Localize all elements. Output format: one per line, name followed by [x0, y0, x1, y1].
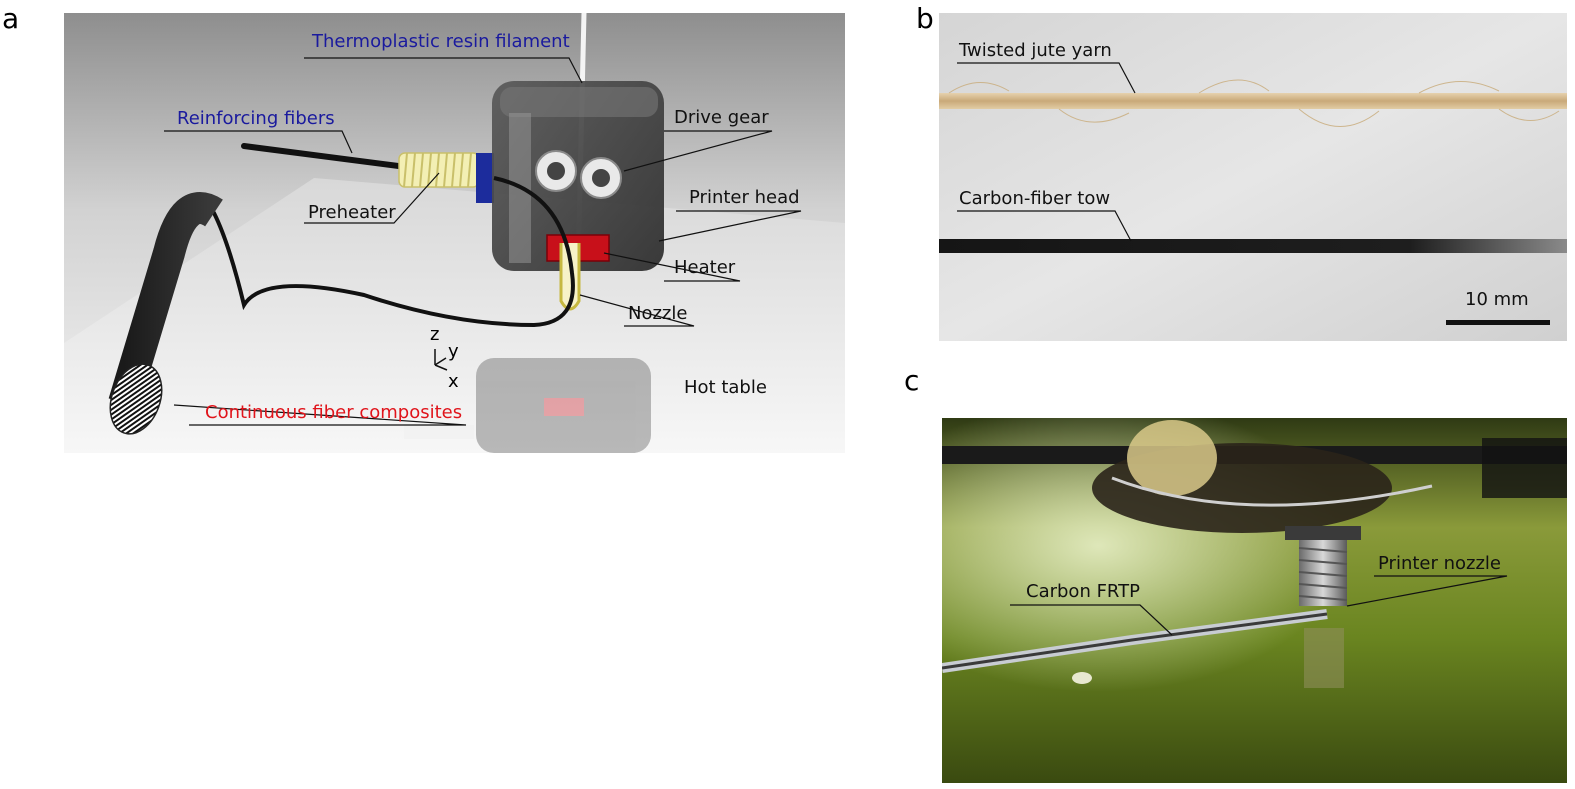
label-heater: Heater: [674, 257, 736, 278]
label-carbon-tow: Carbon-fiber tow: [959, 188, 1110, 209]
label-nozzle: Nozzle: [628, 303, 687, 324]
composite-cross-section: [109, 363, 163, 435]
fiber-photo: 10 mm Twisted jute yarn Carbon-fiber tow: [939, 13, 1567, 341]
axis-y-label: y: [448, 341, 459, 362]
panel-letter-a: a: [2, 2, 20, 35]
carbon-fiber-tow: [939, 239, 1567, 253]
label-drive-gear: Drive gear: [674, 107, 769, 128]
scale-bar: [1446, 320, 1550, 325]
label-carbon-frtp: Carbon FRTP: [1026, 581, 1140, 602]
label-preheater: Preheater: [308, 202, 396, 223]
axis-z-label: z: [430, 324, 439, 345]
printer-diagram: z y x Thermoplastic resin filament Reinf…: [64, 13, 845, 453]
panel-b-photo: 10 mm Twisted jute yarn Carbon-fiber tow: [939, 13, 1567, 341]
leader-frtp: [1010, 604, 1173, 636]
label-hot-table: Hot table: [684, 377, 767, 398]
leader-jute: [957, 62, 1136, 94]
label-filament: Thermoplastic resin filament: [311, 31, 570, 52]
label-reinforcing: Reinforcing fibers: [177, 108, 335, 129]
printer-nozzle-shape: [1299, 536, 1347, 606]
label-composites: Continuous fiber composites: [205, 402, 462, 423]
panel-letter-c: c: [904, 364, 920, 397]
leader-lines: [164, 57, 802, 426]
fiber-path: [132, 176, 575, 394]
printing-photo: Carbon FRTP Printer nozzle: [942, 418, 1567, 783]
label-printer-head: Printer head: [689, 187, 800, 208]
reflection: [404, 358, 651, 453]
axis-x-label: x: [448, 371, 459, 392]
panel-a-illustration: z y x Thermoplastic resin filament Reinf…: [64, 13, 845, 453]
preheater-coil: [398, 152, 494, 203]
leader-carbon: [957, 210, 1132, 242]
jute-yarn: [939, 93, 1567, 109]
leader-nozzle: [1346, 575, 1508, 607]
axes-indicator: [434, 349, 448, 371]
reinforcing-fiber-rod: [241, 143, 417, 171]
panel-c-photo: Carbon FRTP Printer nozzle: [942, 418, 1567, 783]
scale-bar-label: 10 mm: [1465, 289, 1529, 310]
panel-letter-b: b: [916, 2, 934, 35]
label-printer-nozzle: Printer nozzle: [1378, 553, 1501, 574]
label-jute: Twisted jute yarn: [958, 40, 1112, 61]
composite-cable: [108, 192, 223, 408]
